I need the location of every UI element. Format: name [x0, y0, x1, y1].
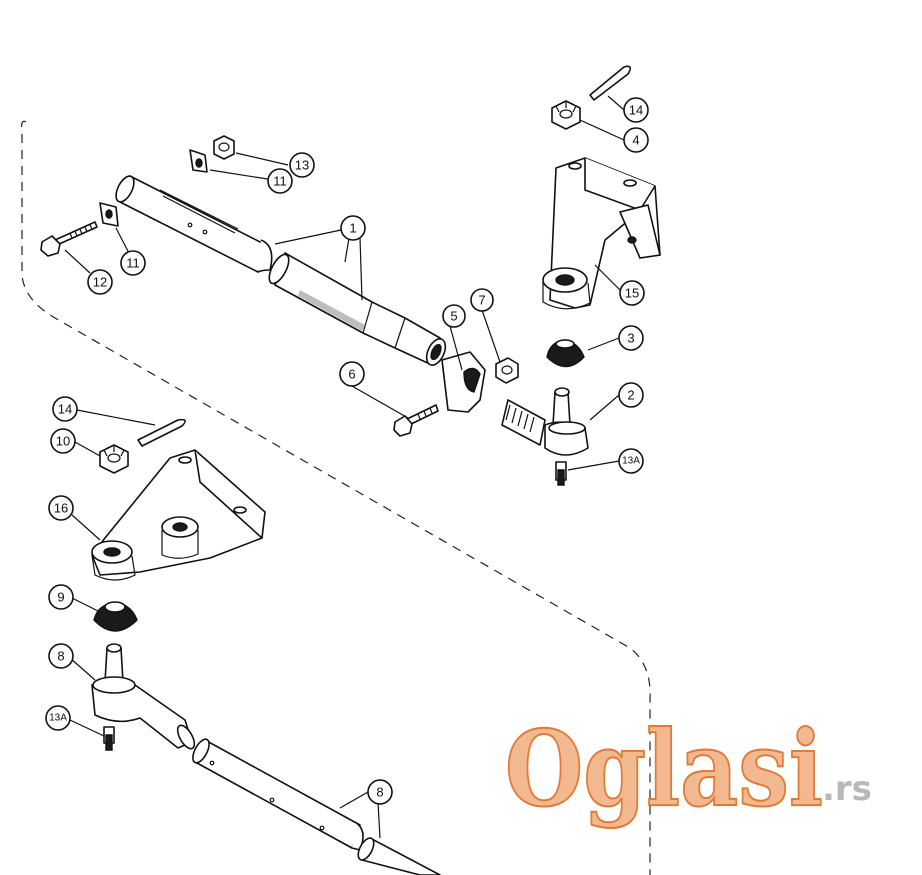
callout-13a-upper-label: 13A — [622, 456, 640, 467]
callout-16-label: 16 — [54, 501, 68, 516]
callout-12-label: 12 — [93, 275, 107, 290]
callout-16: 16 — [48, 495, 74, 521]
callout-7: 7 — [470, 288, 494, 312]
ball-joint-2 — [501, 387, 589, 456]
callout-3: 3 — [618, 325, 644, 351]
clamp-block-11-upper — [189, 149, 208, 173]
cotter-pin-14-upper — [589, 65, 632, 101]
callout-1: 1 — [340, 215, 366, 241]
grease-fitting-13a-lower — [103, 726, 115, 751]
callout-6-label: 6 — [348, 367, 355, 382]
nut-13 — [213, 135, 235, 160]
castle-nut-4 — [551, 100, 581, 130]
callout-8-lower: 8 — [48, 643, 74, 669]
clamp-block-11-lower — [99, 202, 119, 227]
callout-8-lower-label: 8 — [57, 649, 64, 664]
callout-13a-lower: 13A — [45, 705, 71, 731]
bolt-6 — [393, 404, 439, 437]
callout-14-lower-label: 14 — [58, 402, 72, 417]
callout-13a-upper: 13A — [618, 448, 644, 474]
callout-13: 13 — [289, 152, 315, 178]
callout-8-upper: 8 — [367, 779, 393, 805]
dust-boot-3 — [546, 339, 585, 368]
nut-7 — [495, 357, 519, 384]
steering-arm-16 — [91, 449, 266, 581]
clamp-bolt-12 — [40, 221, 98, 257]
callout-14-lower: 14 — [52, 396, 78, 422]
callout-2: 2 — [618, 382, 644, 408]
watermark-suffix: .rs — [822, 769, 872, 809]
callout-1-label: 1 — [349, 221, 356, 236]
callout-3-label: 3 — [627, 331, 634, 346]
cotter-pin-14-lower — [137, 418, 186, 447]
callout-13-label: 13 — [295, 158, 309, 173]
callout-5-label: 5 — [450, 309, 457, 324]
callout-4-label: 4 — [632, 133, 639, 148]
dust-boot-9 — [93, 601, 138, 632]
tie-rod-end-8 — [91, 643, 196, 750]
oglasi-watermark: Oglasi .rs — [504, 706, 872, 831]
callout-10-label: 10 — [56, 434, 70, 449]
callout-10: 10 — [50, 428, 76, 454]
grease-fitting-13a-upper — [555, 461, 567, 486]
callout-2-label: 2 — [627, 388, 634, 403]
callout-9: 9 — [48, 584, 74, 610]
castle-nut-10 — [99, 444, 129, 474]
callout-11-upper: 11 — [267, 168, 293, 194]
callout-12: 12 — [87, 269, 113, 295]
callout-6: 6 — [339, 361, 365, 387]
callout-14-upper-label: 14 — [629, 103, 643, 118]
assembly-boundary — [20, 120, 651, 875]
callout-15: 15 — [619, 280, 645, 306]
callout-7-label: 7 — [478, 293, 485, 308]
callout-11-upper-label: 11 — [273, 174, 287, 189]
tie-rod-tube-lower — [268, 252, 447, 366]
tie-rod-tube-8-mid — [192, 738, 364, 851]
watermark-brand: Oglasi — [505, 707, 823, 830]
callout-13a-lower-label: 13A — [49, 713, 67, 724]
tie-rod-tube-upper — [115, 175, 273, 273]
callout-15-label: 15 — [625, 286, 639, 301]
callout-5: 5 — [442, 304, 466, 328]
callout-11-lower: 11 — [120, 250, 146, 276]
steering-arm-15 — [542, 157, 661, 310]
callout-4: 4 — [623, 127, 649, 153]
callout-9-label: 9 — [57, 590, 64, 605]
callout-8-upper-label: 8 — [376, 785, 383, 800]
callout-14-upper: 14 — [623, 97, 649, 123]
callout-11-lower-label: 11 — [126, 256, 140, 271]
clamp-5 — [441, 351, 486, 413]
tie-rod-tube-8-end — [357, 837, 441, 875]
